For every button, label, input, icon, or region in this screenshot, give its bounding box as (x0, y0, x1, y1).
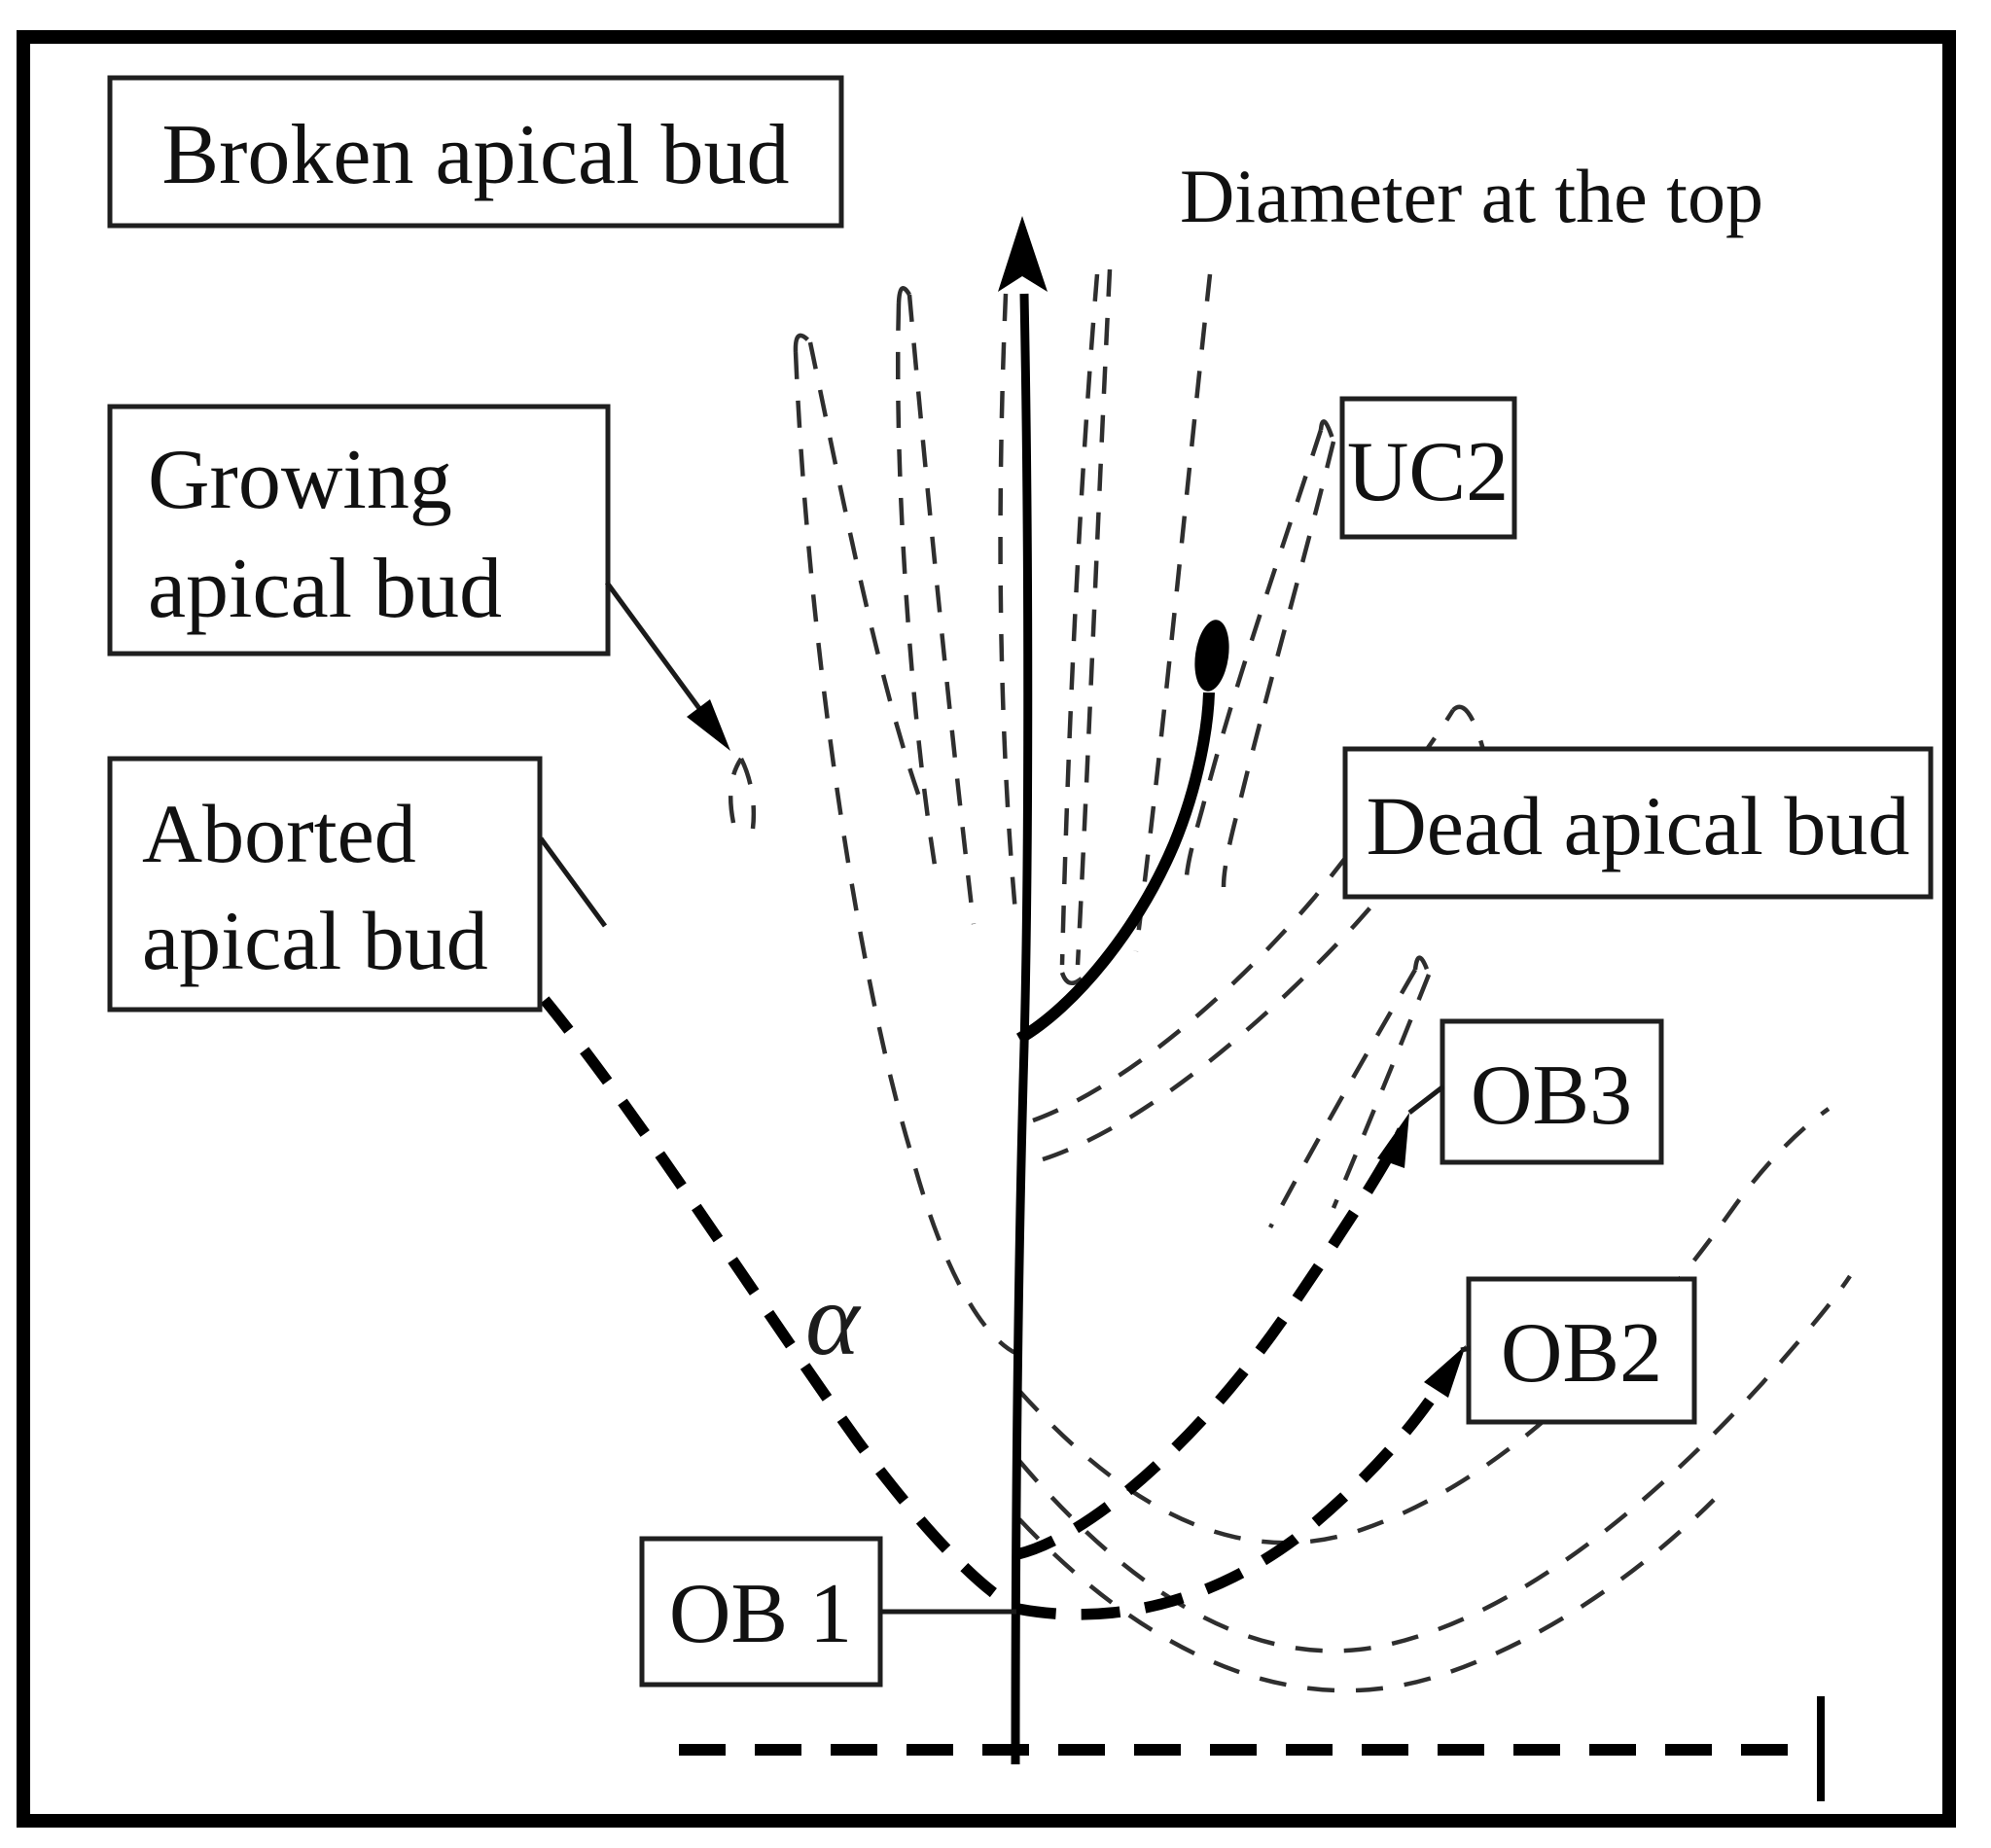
diameter-label: Diameter at the top (1180, 154, 1763, 238)
lower-right-branches (1017, 955, 1852, 1693)
branch-curve (807, 341, 923, 800)
dead-bud-branch (1032, 708, 1455, 1123)
branch-curve (1017, 1498, 1716, 1693)
aborted-branch (540, 996, 1020, 1615)
branch-curve (907, 294, 977, 925)
broken-box (107, 75, 844, 229)
branch-curve (1133, 273, 1213, 952)
label-ob2: OB2 (1466, 1276, 1697, 1425)
trunk (998, 216, 1048, 1765)
branch-tip-hook (1412, 955, 1432, 976)
ob1-label: OB 1 (669, 1567, 852, 1661)
broken-label: Broken apical bud (161, 108, 789, 202)
ob3-arrowhead-icon (1377, 1113, 1409, 1168)
growing-bud-spike (738, 757, 757, 830)
label-aborted-apical-bud: Aborted apical bud (107, 756, 543, 1013)
branch-curve (895, 302, 940, 878)
branch-curve (998, 293, 1018, 913)
aborted-label-line1: Aborted (142, 787, 416, 880)
branch-curve (1268, 968, 1417, 1229)
growing-box (107, 404, 611, 657)
branch-curve (1221, 441, 1336, 888)
dead-label: Dead apical bud (1367, 779, 1910, 872)
branch-tip-hook (793, 333, 812, 353)
growing-bud-icon (1194, 620, 1229, 692)
aborted-connector-line (538, 836, 608, 928)
label-ob1: OB 1 (639, 1536, 883, 1688)
branch-curve (1075, 268, 1113, 966)
trunk-line (1011, 293, 1033, 1765)
aborted-branch-curve (540, 996, 1020, 1615)
dead-box (1342, 746, 1934, 900)
branch-tip-hook (1318, 419, 1336, 443)
alpha-angle-label: α (805, 1262, 862, 1376)
branch-curve (1184, 429, 1324, 892)
ob2-connector-line (1460, 1345, 1472, 1353)
growing-label-line1: Growing (148, 433, 452, 527)
ground (679, 1696, 1825, 1801)
ob2-arrowhead-icon (1424, 1345, 1466, 1398)
ob3-connector-line (1407, 1084, 1445, 1115)
figure-border (17, 30, 1956, 1828)
branch-curve (1059, 273, 1100, 966)
annotation-connectors (538, 581, 1472, 1615)
ob3-box (1440, 1018, 1664, 1165)
growing-arrowhead-icon (687, 699, 730, 751)
ob2-branch (1015, 1345, 1466, 1620)
uc2-branch (1015, 620, 1229, 1045)
label-growing-apical-bud: Growing apical bud (107, 404, 611, 657)
whorl-branches-left (728, 286, 1018, 1357)
ob3-label: OB3 (1471, 1048, 1632, 1143)
aborted-label-line2: apical bud (142, 894, 488, 987)
branch-tip-hook (896, 286, 911, 304)
uc2-branch-curve (1015, 692, 1215, 1045)
label-broken-apical-bud: Broken apical bud (107, 75, 844, 229)
ob3-branch (1015, 1113, 1409, 1560)
label-dead-apical-bud: Dead apical bud (1342, 746, 1934, 900)
ob3-branch-curve (1015, 1127, 1408, 1560)
growing-arrow-line (604, 581, 712, 724)
branch-curve (1017, 1107, 1831, 1546)
trunk-arrowhead-icon (998, 216, 1048, 292)
ob2-label: OB2 (1501, 1306, 1662, 1401)
growing-bud-spike (728, 757, 743, 824)
branch-tip-hook (1451, 704, 1488, 758)
label-ob3: OB3 (1440, 1018, 1664, 1165)
aborted-box (107, 756, 543, 1013)
growing-label-line2: apical bud (148, 542, 502, 636)
label-uc2: UC2 (1339, 396, 1517, 540)
branch-curve (1017, 1274, 1852, 1653)
branch-curve (793, 351, 1018, 1357)
uc2-box (1339, 396, 1517, 540)
uc2-label: UC2 (1347, 425, 1509, 519)
branch-tip-hook (1059, 972, 1084, 986)
ob2-branch-curve (1015, 1361, 1459, 1620)
